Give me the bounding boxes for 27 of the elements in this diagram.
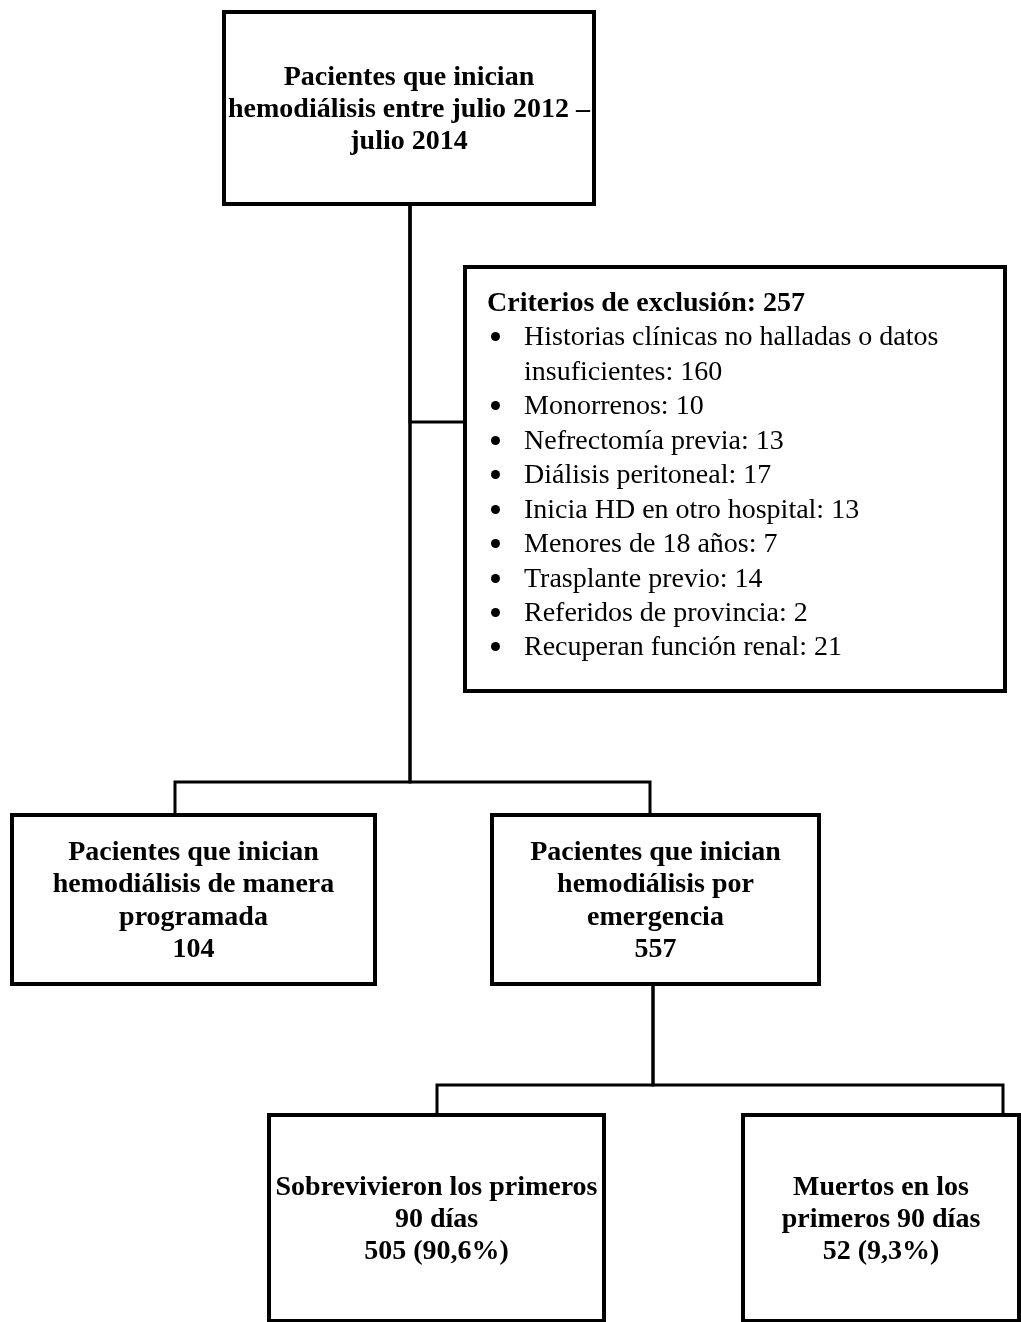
list-item: Monorrenos: 10: [524, 388, 704, 423]
process-box: [741, 1113, 1021, 1322]
process-box: [267, 1113, 606, 1322]
count-text: 557: [634, 931, 677, 964]
list-item: Menores de 18 años: 7: [524, 526, 778, 561]
process-box: [222, 10, 596, 206]
process-box: [10, 813, 377, 986]
list-item: Referidos de provincia: 2: [524, 594, 808, 629]
connector-line: [408, 206, 652, 813]
box-text: Pacientes que inician hemodiálisis por emergencia: [529, 835, 782, 932]
list-item: Inicia HD en otro hospital: 13: [524, 491, 860, 526]
process-box: [490, 813, 821, 986]
box-text: Sobrevivieron los primeros 90 días: [274, 1169, 599, 1235]
list-item: Historias clínicas no halladas o datos insuficientes: 160: [524, 319, 940, 388]
box-text: Muertos en los primeros 90 días: [780, 1169, 982, 1235]
box-text: Pacientes que inician hemodiálisis de manera programada: [51, 835, 336, 932]
exclusion-criteria-box: [463, 265, 1007, 693]
list-item: Nefrectomía previa: 13: [524, 422, 784, 457]
count-text: 52 (9,3%): [822, 1234, 940, 1267]
count-text: 104: [172, 931, 215, 964]
list-item: Trasplante previo: 14: [524, 560, 763, 595]
box-text: Pacientes que inician hemodiálisis entre julio 2012 – julio 2014: [227, 59, 592, 157]
connector-line: [651, 986, 1005, 1113]
box-heading: Criterios de exclusión: 257: [487, 285, 807, 319]
count-text: 505 (90,6%): [364, 1234, 509, 1267]
list-item: Diálisis peritoneal: 17: [524, 457, 772, 492]
list-item: Recuperan función renal: 21: [524, 629, 842, 664]
